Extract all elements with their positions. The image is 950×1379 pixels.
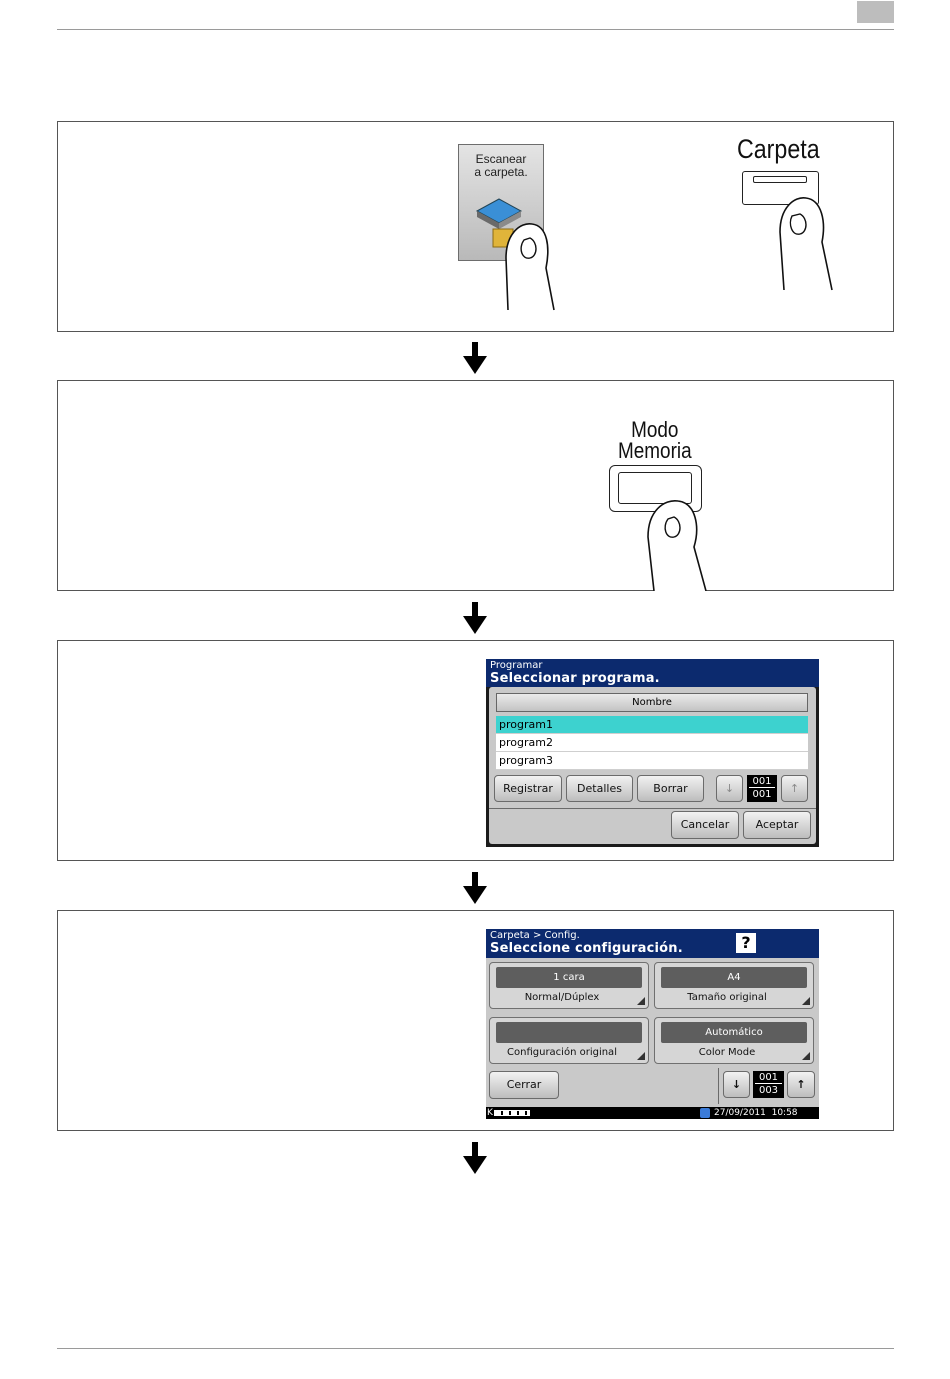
accept-button[interactable]: Aceptar <box>743 811 811 839</box>
arrow-up-icon: ↑ <box>789 782 800 795</box>
screen-header: Programar Seleccionar programa. <box>486 659 819 687</box>
scan-to-folder-tile[interactable]: Escanear a carpeta. <box>458 144 544 261</box>
page-current: 001 <box>752 776 772 787</box>
help-button[interactable]: ? <box>736 933 756 953</box>
program-row[interactable]: program1 <box>496 716 808 734</box>
delete-button[interactable]: Borrar <box>637 775 704 802</box>
down-arrow-icon <box>463 1142 487 1174</box>
screen-breadcrumb: Carpeta > Config. <box>490 930 580 941</box>
scan-tile-label: Escanear a carpeta. <box>474 152 528 179</box>
page-corner-tab <box>857 1 894 23</box>
program-select-screen: Programar Seleccionar programa. Nombre p… <box>486 659 819 847</box>
corner-triangle-icon <box>637 1052 645 1060</box>
color-mode-button[interactable]: Automático Color Mode <box>654 1017 814 1064</box>
step-3-box: Programar Seleccionar programa. Nombre p… <box>57 640 894 861</box>
page-counter: 001 003 <box>753 1071 784 1098</box>
footer-rule <box>57 1348 894 1349</box>
setting-label: Configuración original <box>507 1047 617 1058</box>
screen-breadcrumb: Programar <box>490 660 543 671</box>
setting-value: Automático <box>661 1022 807 1043</box>
screen-title: Seleccione configuración. <box>490 941 683 956</box>
program-row[interactable]: program2 <box>496 734 808 752</box>
details-button[interactable]: Detalles <box>566 775 633 802</box>
carpeta-key[interactable] <box>742 171 819 205</box>
pointing-finger-icon <box>779 197 833 291</box>
original-settings-button[interactable]: Configuración original <box>489 1017 649 1064</box>
help-icon: ? <box>741 933 751 952</box>
network-icon <box>700 1108 710 1118</box>
scanner-folder-icon <box>475 198 523 248</box>
config-screen: Carpeta > Config. Seleccione configuraci… <box>486 929 819 1119</box>
modo-memoria-key-face <box>618 472 692 504</box>
corner-triangle-icon <box>637 997 645 1005</box>
screen-header: Carpeta > Config. Seleccione configuraci… <box>486 929 819 958</box>
status-datetime: 27/09/2011 10:58 <box>714 1108 798 1118</box>
page-current: 001 <box>758 1072 779 1083</box>
program-row[interactable]: program3 <box>496 752 808 770</box>
corner-triangle-icon <box>802 997 810 1005</box>
setting-label: Tamaño original <box>687 992 767 1003</box>
step-4-box: Carpeta > Config. Seleccione configuraci… <box>57 910 894 1131</box>
down-arrow-icon <box>463 602 487 634</box>
setting-label: Normal/Dúplex <box>524 992 600 1003</box>
pointing-finger-icon <box>505 223 555 311</box>
modo-memoria-key-label: Modo Memoria <box>618 417 692 463</box>
arrow-down-icon: ↓ <box>731 1078 742 1091</box>
arrow-up-icon: ↑ <box>796 1078 806 1091</box>
footer-divider <box>718 1068 719 1104</box>
down-arrow-icon <box>463 872 487 904</box>
screen-title: Seleccionar programa. <box>490 671 660 686</box>
status-bar: K 27/09/2011 10:58 <box>486 1107 819 1119</box>
toner-label: K <box>487 1108 493 1118</box>
page-up-button[interactable]: ↑ <box>781 775 808 802</box>
step-1-box: Escanear a carpeta. Carpeta <box>57 121 894 332</box>
header-rule <box>57 29 894 30</box>
page-down-button[interactable]: ↓ <box>716 775 743 802</box>
close-button[interactable]: Cerrar <box>489 1071 559 1099</box>
step-2-box: Modo Memoria <box>57 380 894 591</box>
original-size-button[interactable]: A4 Tamaño original <box>654 962 814 1009</box>
carpeta-key-slot <box>753 176 807 183</box>
setting-label: Color Mode <box>698 1047 756 1058</box>
corner-triangle-icon <box>802 1052 810 1060</box>
register-button[interactable]: Registrar <box>494 775 562 802</box>
page-up-button[interactable]: ↑ <box>787 1071 815 1098</box>
toner-level-icon <box>494 1110 530 1116</box>
footer-divider <box>489 808 816 809</box>
setting-value: A4 <box>661 967 807 988</box>
down-arrow-icon <box>463 342 487 374</box>
column-header-name[interactable]: Nombre <box>496 693 808 712</box>
page-down-button[interactable]: ↓ <box>723 1071 750 1098</box>
cancel-button[interactable]: Cancelar <box>671 811 739 839</box>
screen-body: Nombre program1 program2 program3 Regist… <box>489 687 816 844</box>
setting-value <box>496 1022 642 1043</box>
setting-value: 1 cara <box>496 967 642 988</box>
arrow-down-icon: ↓ <box>724 782 735 795</box>
page-total: 001 <box>752 789 772 800</box>
duplex-setting-button[interactable]: 1 cara Normal/Dúplex <box>489 962 649 1009</box>
page-total: 003 <box>758 1085 779 1096</box>
pointing-finger-icon <box>647 500 707 591</box>
carpeta-key-label: Carpeta <box>737 134 820 164</box>
page-counter: 001 001 <box>747 775 777 802</box>
